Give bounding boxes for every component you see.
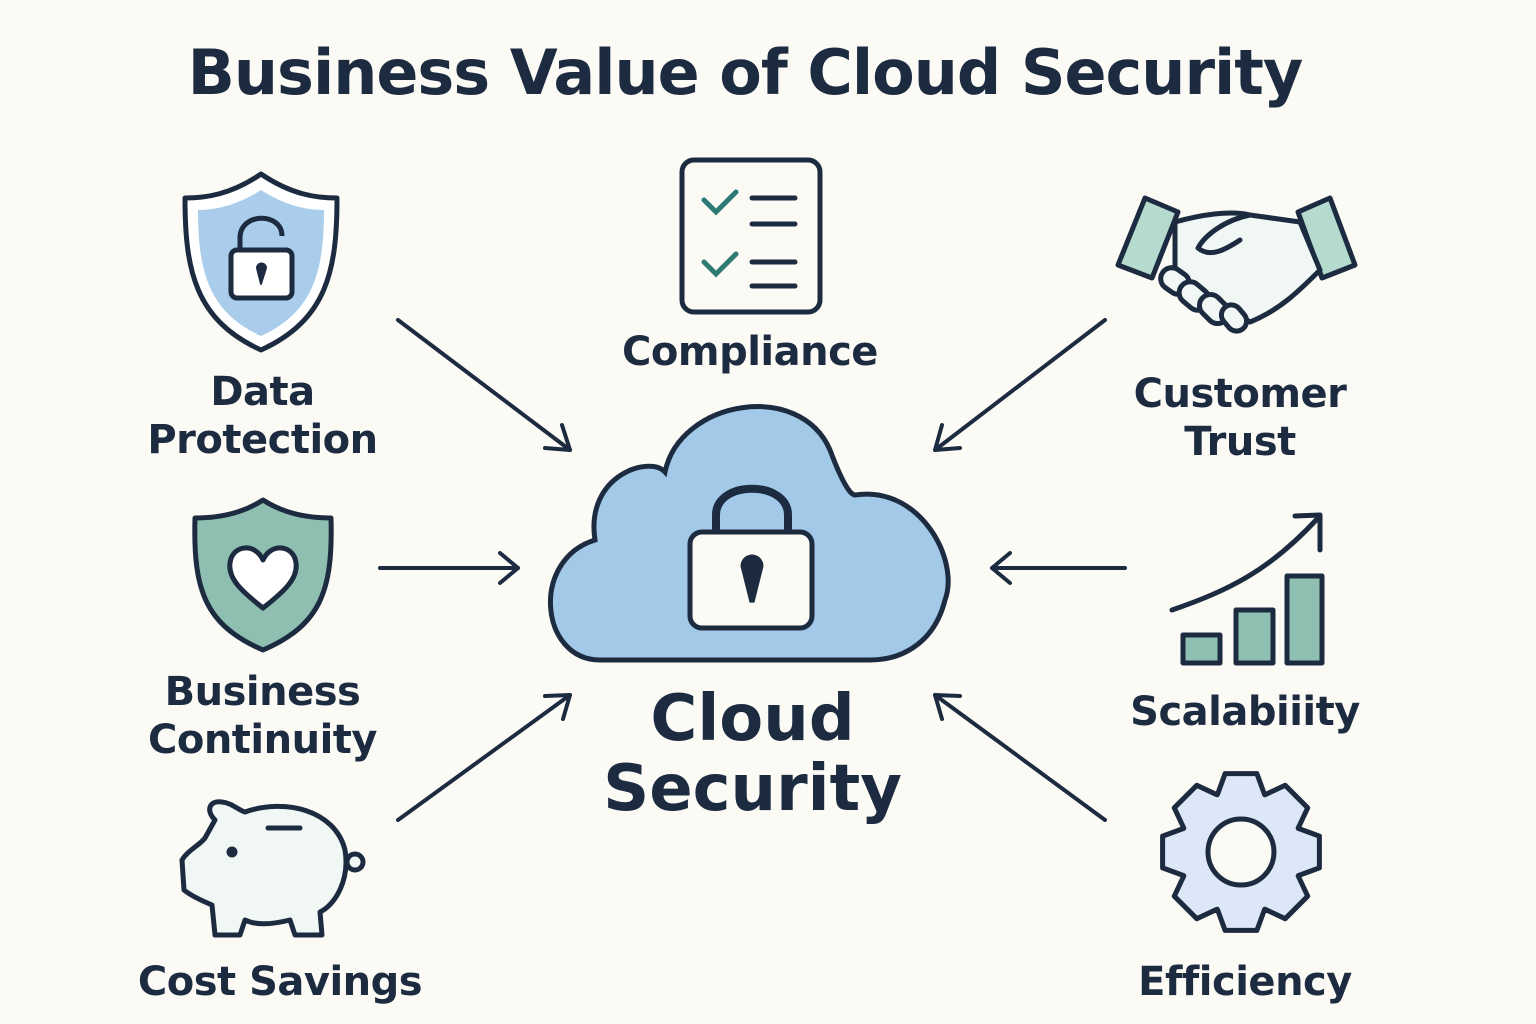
label-cost-savings: Cost Savings [137, 959, 423, 1005]
center-label: Cloud Security [560, 684, 945, 825]
label-scalability: Scalabiiity [1130, 689, 1360, 735]
arrow-customer-trust [933, 318, 1107, 452]
label-line: Customer [1133, 371, 1347, 417]
arrow-data-protection [396, 318, 572, 452]
shield-lock-icon [182, 171, 340, 353]
center-label-line: Cloud [650, 682, 855, 756]
page-title: Business Value of Cloud Security [187, 36, 1304, 109]
arrow-efficiency [933, 693, 1107, 822]
label-compliance: Compliance [622, 329, 878, 375]
cloud-lock-icon [548, 404, 951, 663]
handshake-icon [1115, 195, 1358, 334]
label-customer-trust: Customer Trust [1110, 370, 1370, 466]
piggy-bank-icon [179, 799, 366, 938]
label-line: Trust [1184, 419, 1296, 465]
label-line: Protection [147, 417, 378, 463]
gear-icon [1160, 771, 1322, 933]
label-line: Continuity [147, 717, 378, 763]
arrow-cost-savings [396, 693, 572, 822]
growth-chart-icon [1169, 512, 1325, 666]
label-line: Data [210, 369, 315, 415]
center-label-line: Security [603, 752, 902, 827]
shield-heart-icon [192, 497, 334, 653]
label-data-protection: Data Protection [130, 368, 395, 464]
label-business-continuity: Business Continuity [130, 668, 395, 764]
arrow-scalability [990, 551, 1127, 585]
label-efficiency: Efficiency [1138, 959, 1352, 1005]
label-line: Business [164, 669, 361, 715]
arrow-business-continuity [378, 551, 520, 585]
checklist-icon [679, 157, 823, 315]
